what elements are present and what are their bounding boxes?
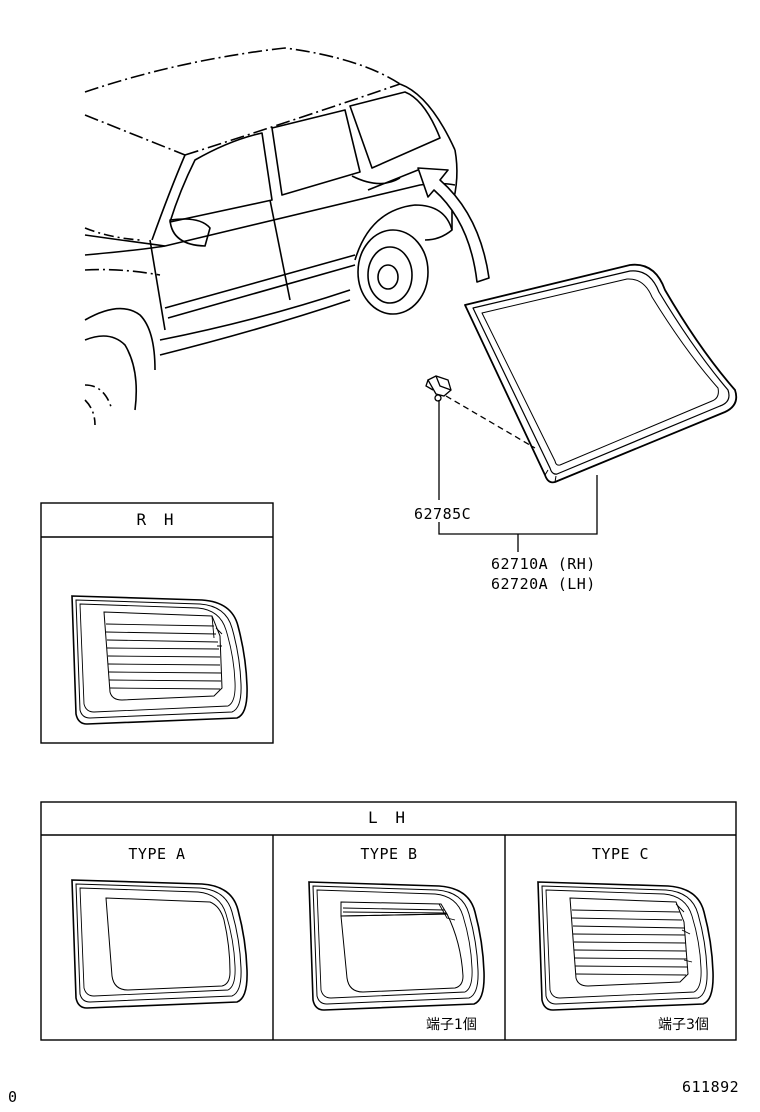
lh-panel-title: L H — [368, 808, 409, 827]
leader-lines — [438, 395, 598, 552]
install-direction-arrow — [417, 167, 490, 283]
lh-type-c-terminal-note: 端子3個 — [658, 1017, 709, 1033]
footer-diagram-number: 611892 — [682, 1078, 740, 1096]
lh-type-c-title: TYPE C — [591, 845, 650, 863]
lh-panel-frame — [40, 801, 737, 1041]
lh-type-a-title: TYPE A — [128, 845, 186, 863]
rh-panel-title: R H — [136, 510, 178, 529]
footer-left-code: 0 — [8, 1088, 18, 1106]
lh-type-b-title: TYPE B — [360, 845, 418, 863]
vehicle-illustration — [84, 47, 458, 426]
callout-glass-part-number-rh: 62710A (RH) — [491, 555, 596, 573]
lh-type-a-glass — [71, 879, 248, 1009]
rh-glass-with-defogger — [71, 595, 248, 725]
lh-type-c-glass — [537, 881, 714, 1011]
lh-type-b-glass — [308, 881, 485, 1011]
rh-panel-frame — [40, 502, 274, 744]
quarter-window-glass-part — [464, 263, 738, 484]
callout-clip-part-number: 62785C — [414, 505, 472, 523]
lh-type-b-terminal-note: 端子1個 — [426, 1017, 477, 1033]
callout-glass-part-number-lh: 62720A (LH) — [491, 575, 596, 593]
clip-part-icon — [425, 375, 452, 402]
